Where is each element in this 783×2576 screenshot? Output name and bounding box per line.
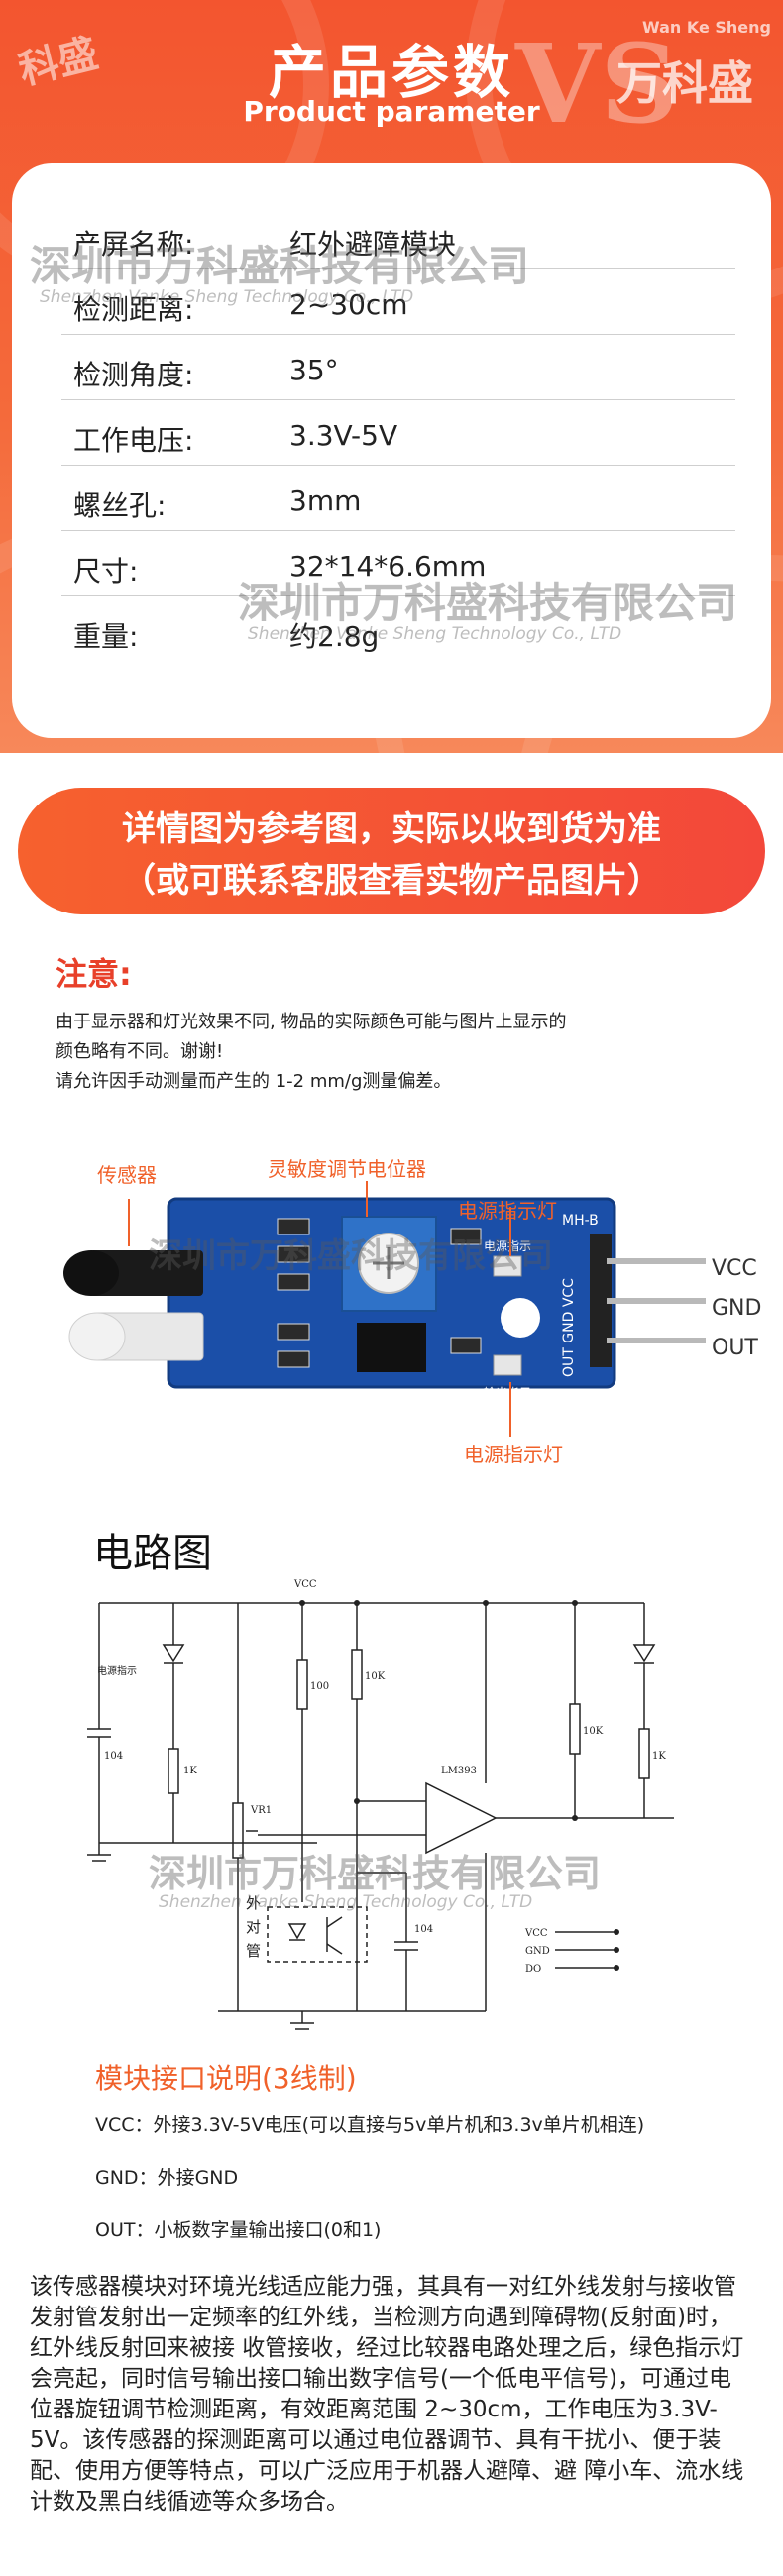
circuit-vcc-label: VCC: [293, 1579, 317, 1590]
notice-text: 由于显示器和灯光效果不同, 物品的实际颜色可能与图片上显示的: [56, 1012, 567, 1032]
watermark-company-en: Shenzhen Vanke Sheng Technology Co., LTD: [248, 624, 622, 644]
mount-hole: [501, 1298, 540, 1338]
pin-gnd: [607, 1298, 706, 1304]
spec-row: 重量: 约2.8g: [61, 595, 735, 661]
circuit-label: 1K: [183, 1766, 197, 1776]
banner-line: （或可联系客服查看实物产品图片）: [122, 861, 661, 901]
spec-label: 重量:: [73, 620, 139, 653]
circuit-label: 104: [104, 1751, 123, 1762]
circuit-label: 104: [414, 1924, 433, 1935]
spec-value: 35°: [289, 354, 339, 386]
interface-out: OUT：小板数字量输出接口(0和1): [95, 2219, 382, 2241]
module-photo: 电源指示 输出指示 MH-B OUT GND VCC: [63, 1181, 706, 1437]
interface-title: 模块接口说明(3线制): [95, 2062, 357, 2094]
spec-row: 尺寸: 32*14*6.6mm: [61, 530, 735, 596]
spec-value: 32*14*6.6mm: [289, 550, 487, 583]
ir-receiver: [89, 1250, 203, 1296]
circuit-label: 1K: [652, 1751, 666, 1762]
spec-label: 检测距离:: [73, 293, 194, 326]
spec-row: 产屏名称: 红外避障模块: [61, 203, 735, 269]
brand-logo-mark: VS: [515, 20, 679, 148]
spec-value: 红外避障模块: [289, 228, 457, 261]
page-subtitle: Product parameter: [243, 95, 540, 128]
notice-text: 请允许因手动测量而产生的 1-2 mm/g测量偏差。: [56, 1071, 452, 1092]
circuit-title: 电路图: [93, 1531, 212, 1576]
spec-value: 3mm: [289, 484, 362, 517]
board-power-text: 电源指示: [484, 1238, 531, 1253]
product-description: 该传感器模块对环境光线适应能力强，其具有一对红外线发射与接收管发射管发射出一定频…: [30, 2274, 744, 2515]
watermark-company-cn: 深圳市万科盛科技有限公司: [149, 1236, 553, 1276]
spec-row: 螺丝孔: 3mm: [61, 465, 735, 531]
spec-value: 约2.8g: [289, 620, 380, 653]
watermark-company-cn: 深圳市万科盛科技有限公司: [30, 242, 530, 290]
spec-label: 产屏名称:: [73, 228, 194, 261]
power-led: [493, 1255, 522, 1277]
notice-banner: 详情图为参考图，实际以收到货为准 （或可联系客服查看实物产品图片）: [18, 788, 765, 914]
pin-vcc: [607, 1258, 706, 1264]
spec-row: 检测距离: 2~30cm: [61, 268, 735, 335]
spec-value: 3.3V-5V: [289, 419, 398, 452]
watermark-company-en: Shenzhen Vanke Sheng Technology Co., LTD: [159, 1892, 533, 1912]
spec-value: 2~30cm: [289, 288, 408, 321]
spec-label: 螺丝孔:: [73, 489, 167, 522]
spec-label: 检测角度:: [73, 359, 194, 391]
watermark-company-cn: 深圳市万科盛科技有限公司: [238, 579, 738, 627]
page-title: 产品参数: [268, 39, 514, 106]
circuit-tube-label: 外: [246, 1894, 261, 1912]
circuit-pin-label: VCC: [524, 1928, 548, 1939]
callout-power-led: 电源指示灯: [464, 1443, 563, 1466]
ir-emitter-dome: [68, 1312, 126, 1361]
pin-label-gnd: GND: [712, 1296, 762, 1321]
ir-receiver-dome: [63, 1250, 119, 1296]
board-output-text: 输出指示: [484, 1385, 531, 1400]
brand-name-en: Wan Ke Sheng: [642, 18, 771, 37]
spec-card: 产屏名称: 红外避障模块 检测距离: 2~30cm 检测角度: 35° 工作电压…: [12, 163, 771, 738]
spec-row: 工作电压: 3.3V-5V: [61, 399, 735, 466]
pin-header: [590, 1234, 612, 1367]
circuit-diagram: VCC 电源指示 104 1K VR1 100 10K LM393 10K 1K…: [87, 1579, 674, 2030]
circuit-label: 10K: [583, 1726, 604, 1737]
board-pin-text: OUT GND VCC: [561, 1278, 577, 1377]
circuit-tube-label: 管: [246, 1942, 261, 1960]
pin-label-vcc: VCC: [712, 1256, 757, 1281]
output-led: [493, 1354, 522, 1376]
circuit-pin-label: GND: [525, 1946, 550, 1957]
notice-title: 注意:: [56, 955, 132, 993]
interface-gnd: GND：外接GND: [95, 2167, 239, 2189]
circuit-label: 10K: [365, 1671, 386, 1682]
spec-label: 工作电压:: [73, 424, 194, 457]
circuit-tube-label: 对: [246, 1918, 261, 1936]
callout-sensor: 传感器: [97, 1163, 157, 1187]
pin-label-out: OUT: [712, 1336, 758, 1360]
board-model-text: MH-B: [562, 1213, 599, 1229]
circuit-power-led-label: 电源指示: [97, 1664, 137, 1677]
circuit-label: 100: [310, 1681, 329, 1692]
notice-text: 颜色略有不同。谢谢!: [56, 1041, 224, 1062]
circuit-label: VR1: [250, 1805, 272, 1816]
watermark-company-en: Shenzhen Vanke Sheng Technology Co., LTD: [40, 287, 414, 307]
pin-out: [607, 1338, 706, 1343]
callout-power-led: 电源指示灯: [458, 1199, 557, 1223]
circuit-pin-label: DO: [525, 1964, 541, 1975]
lm393-chip: [357, 1323, 426, 1372]
spec-row: 检测角度: 35°: [61, 334, 735, 400]
interface-vcc: VCC：外接3.3V-5V电压(可以直接与5v单片机和3.3v单片机相连): [95, 2114, 645, 2136]
circuit-label: LM393: [441, 1766, 477, 1776]
banner-line: 详情图为参考图，实际以收到货为准: [122, 809, 661, 849]
callout-potentiometer: 灵敏度调节电位器: [268, 1157, 426, 1181]
brand-name-cn: 万科盛: [616, 56, 753, 110]
spec-label: 尺寸:: [73, 555, 139, 588]
watermark-company-cn: 深圳市万科盛科技有限公司: [149, 1852, 602, 1895]
